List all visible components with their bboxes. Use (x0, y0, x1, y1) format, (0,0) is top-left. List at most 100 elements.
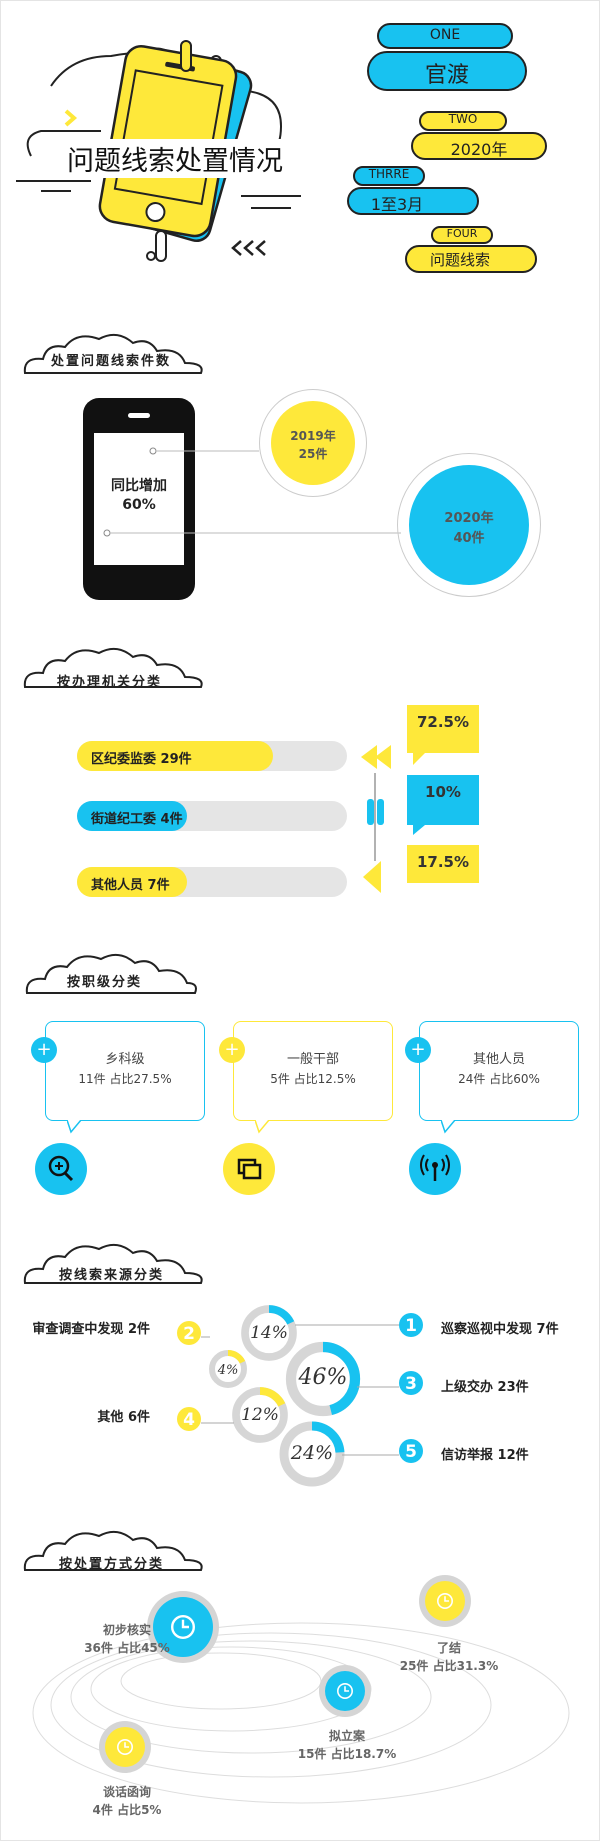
section1-title: 处置问题线索件数 (51, 354, 172, 369)
donut-pct: 46% (298, 1365, 348, 1390)
donut-segment (232, 1387, 288, 1443)
number-badge (177, 1321, 201, 1345)
number-badge-digit: 5 (405, 1442, 417, 1462)
cloud-icon (23, 333, 203, 374)
tag-three-label: THRRE (368, 167, 410, 181)
section4-title: 按线索来源分类 (59, 1268, 165, 1283)
arrow-column (361, 745, 391, 893)
monitor-icon (223, 1143, 275, 1195)
clock-icon (325, 1671, 365, 1711)
category-bar-fill (77, 801, 187, 831)
bubble-pct-1: 72.5% (416, 713, 470, 731)
source-label: 巡察巡视中发现 7件 (441, 1321, 559, 1337)
tag-three-label-pill (353, 166, 425, 186)
number-badge-digit: 4 (183, 1410, 195, 1430)
rank-card: 一般干部 5件 占比12.5% (233, 1021, 393, 1121)
tag-two-value: 2020年 (450, 140, 508, 159)
tag-four-value: 问题线索 (429, 251, 490, 269)
tag-three-value-pill (347, 187, 479, 215)
circle-2020-count: 40件 (453, 531, 485, 546)
category-bar-label: 区纪委监委 29件 (91, 752, 192, 767)
category-bar-label: 街道纪工委 4件 (91, 812, 183, 827)
rank-card-detail: 11件 占比27.5% (78, 1072, 172, 1086)
number-badge-digit: 3 (405, 1374, 417, 1394)
method-name: 了结 (436, 1641, 461, 1655)
tag-one-value-pill (367, 51, 527, 91)
tag-two-value-pill (411, 132, 547, 160)
method-name: 初步核实 (102, 1623, 151, 1637)
rank-card-name: 一般干部 (286, 1052, 339, 1067)
bubble-pct-3: 17.5% (416, 853, 470, 871)
number-badge-digit: 1 (405, 1316, 417, 1336)
method-detail: 4件 占比5% (92, 1803, 162, 1817)
number-badge-digit: 2 (183, 1324, 195, 1344)
category-bar-track: 区纪委监委 29件 (77, 741, 347, 771)
rank-card-detail: 5件 占比12.5% (270, 1072, 356, 1086)
phone-text-line2: 60% (122, 497, 156, 513)
source-label: 上级交办 23件 (441, 1379, 529, 1395)
plus-icon[interactable]: + (219, 1037, 245, 1063)
zoom-in-icon (35, 1143, 87, 1195)
cloud-icon (23, 1530, 203, 1571)
rank-card-detail: 24件 占比60% (458, 1072, 540, 1086)
category-bar-track: 其他人员 7件 (77, 867, 347, 897)
donut-segment (209, 1350, 247, 1388)
number-badge (177, 1407, 201, 1431)
rank-card-tail (67, 1120, 82, 1134)
tag-one-label-pill (377, 23, 513, 49)
circle-2019-ring (259, 389, 367, 497)
plus-icon[interactable]: + (405, 1037, 431, 1063)
rank-card-name: 其他人员 (472, 1052, 525, 1067)
circle-2020 (409, 465, 529, 585)
phone-speaker (128, 413, 150, 418)
donut-pct: 24% (290, 1442, 333, 1464)
rank-card-tail (441, 1120, 456, 1134)
phone-text-line1: 同比增加 (111, 478, 167, 494)
tag-two-label-pill (419, 111, 507, 131)
clock-icon (153, 1597, 213, 1657)
donut-segment (279, 1421, 345, 1487)
circle-2019-count: 25件 (298, 447, 328, 461)
orbit-ellipses (32, 1622, 570, 1804)
tag-four-label-pill (431, 226, 493, 244)
rank-card-tail (255, 1120, 270, 1134)
connector-lines (103, 447, 401, 537)
page-title: 问题线索处置情况 (63, 139, 287, 178)
tag-one-value: 官渡 (424, 63, 469, 88)
category-bar-label: 其他人员 7件 (91, 878, 170, 893)
source-label: 信访举报 12件 (441, 1447, 529, 1463)
rank-card: 乡科级 11件 占比27.5% (45, 1021, 205, 1121)
donut-pct: 12% (241, 1405, 279, 1425)
donut-pct: 14% (250, 1323, 288, 1343)
tag-one-label: ONE (429, 27, 461, 43)
circle-2020-year: 2020年 (444, 511, 494, 526)
number-badge (399, 1371, 423, 1395)
source-label: 审查调查中发现 2件 (32, 1321, 150, 1337)
source-label: 其他 6件 (97, 1409, 150, 1425)
plus-icon[interactable]: + (31, 1037, 57, 1063)
clock-icon (425, 1581, 465, 1621)
signal-tower-icon (409, 1143, 461, 1195)
clock-icon (105, 1727, 145, 1767)
pct-bubbles (407, 705, 479, 883)
method-name: 拟立案 (328, 1729, 365, 1743)
number-badge (399, 1313, 423, 1337)
method-detail: 25件 占比31.3% (399, 1659, 499, 1673)
section5-title: 按处置方式分类 (59, 1557, 165, 1572)
cloud-icon (23, 1243, 203, 1284)
tag-two-label: TWO (448, 112, 478, 126)
tag-four-label: FOUR (446, 227, 478, 240)
number-badge (399, 1439, 423, 1463)
cloud-icon (25, 953, 197, 994)
method-detail: 36件 占比45% (84, 1641, 170, 1655)
rank-card-name: 乡科级 (105, 1052, 145, 1067)
section3-title: 按职级分类 (67, 975, 143, 990)
section2-title: 按办理机关分类 (57, 675, 163, 690)
method-name: 谈话函询 (102, 1785, 151, 1799)
rank-card: 其他人员 24件 占比60% (419, 1021, 579, 1121)
category-bar-fill (77, 867, 187, 897)
circle-2019 (271, 401, 355, 485)
bubble-pct-2: 10% (425, 783, 461, 801)
